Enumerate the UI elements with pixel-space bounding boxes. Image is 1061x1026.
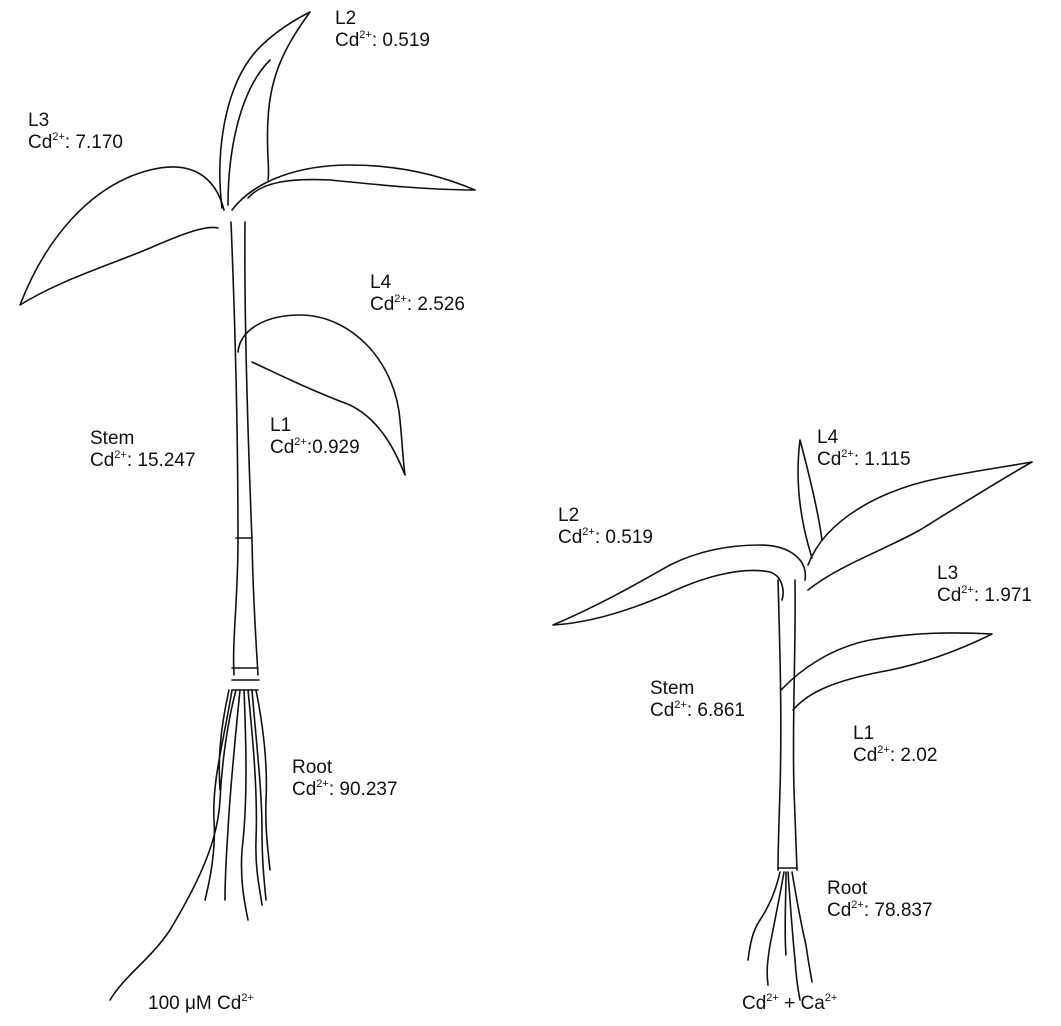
ion-charge: 2+	[316, 778, 329, 790]
right-label-root: Root Cd2+: 78.837	[827, 878, 933, 922]
right-stem	[778, 580, 797, 870]
concentration-value: :0.929	[307, 437, 360, 458]
ion-charge: 2+	[841, 448, 854, 460]
ion-charge: 2+	[52, 131, 65, 143]
left-label-l3: L3 Cd2+: 7.170	[28, 110, 123, 154]
ion-symbol: Cd	[370, 294, 394, 315]
left-plant-drawing	[20, 12, 475, 1000]
ion-symbol: Cd	[90, 450, 114, 471]
ion-charge: 2+	[851, 899, 864, 911]
ion-charge: 2+	[674, 699, 687, 711]
part-name: L2	[558, 505, 653, 527]
part-name: Root	[827, 878, 933, 900]
part-name: L1	[270, 415, 360, 437]
ion-charge: 2+	[582, 526, 595, 538]
right-leaf-l1	[781, 633, 992, 710]
part-name: L2	[335, 8, 430, 30]
concentration-value: : 90.237	[329, 779, 398, 800]
part-name: L3	[937, 563, 1032, 585]
left-stem	[231, 222, 258, 675]
left-treatment-caption: 100 μM Cd2+	[148, 993, 254, 1015]
ion-charge: 2+	[877, 744, 890, 756]
right-label-l1: L1 Cd2+: 2.02	[853, 723, 937, 767]
ion-symbol: Cd	[28, 132, 52, 153]
ion-symbol: Cd	[817, 449, 841, 470]
right-label-l2: L2 Cd2+: 0.519	[558, 505, 653, 549]
part-name: Stem	[90, 428, 196, 450]
right-leaf-l2	[553, 545, 805, 625]
ion-charge: 2+	[114, 449, 127, 461]
caption-text: 100 μM Cd	[148, 993, 241, 1014]
caption-charge: 2+	[766, 992, 779, 1004]
right-treatment-caption: Cd2+ + Ca2+	[742, 993, 837, 1015]
left-leaf-l3	[20, 167, 224, 305]
ion-charge: 2+	[359, 29, 372, 41]
left-label-l2: L2 Cd2+: 0.519	[335, 8, 430, 52]
caption-text: Cd	[742, 993, 766, 1014]
concentration-value: : 2.02	[890, 745, 938, 766]
part-name: L4	[370, 272, 465, 294]
concentration-value: : 1.971	[974, 585, 1032, 606]
part-name: L1	[853, 723, 937, 745]
ion-symbol: Cd	[827, 900, 851, 921]
left-leaf-l2	[220, 12, 310, 208]
concentration-value: : 0.519	[595, 527, 653, 548]
right-roots	[748, 872, 812, 1000]
part-name: Root	[292, 757, 398, 779]
ion-symbol: Cd	[270, 437, 294, 458]
ion-symbol: Cd	[937, 585, 961, 606]
concentration-value: : 15.247	[127, 450, 196, 471]
caption-charge-2: 2+	[825, 992, 838, 1004]
right-label-stem: Stem Cd2+: 6.861	[650, 678, 745, 722]
left-roots	[110, 690, 270, 1000]
concentration-value: : 7.170	[65, 132, 123, 153]
left-label-stem: Stem Cd2+: 15.247	[90, 428, 196, 472]
part-name: L3	[28, 110, 123, 132]
ion-charge: 2+	[294, 436, 307, 448]
right-label-l3: L3 Cd2+: 1.971	[937, 563, 1032, 607]
caption-charge: 2+	[241, 992, 254, 1004]
ion-charge: 2+	[961, 584, 974, 596]
left-label-root: Root Cd2+: 90.237	[292, 757, 398, 801]
ion-symbol: Cd	[650, 700, 674, 721]
concentration-value: : 78.837	[864, 900, 933, 921]
ion-symbol: Cd	[335, 30, 359, 51]
ion-symbol: Cd	[558, 527, 582, 548]
ion-symbol: Cd	[853, 745, 877, 766]
concentration-value: : 6.861	[687, 700, 745, 721]
concentration-value: : 2.526	[407, 294, 465, 315]
caption-text-2: + Ca	[779, 993, 825, 1014]
left-label-l4: L4 Cd2+: 2.526	[370, 272, 465, 316]
part-name: L4	[817, 427, 911, 449]
ion-charge: 2+	[394, 293, 407, 305]
part-name: Stem	[650, 678, 745, 700]
ion-symbol: Cd	[292, 779, 316, 800]
concentration-value: : 0.519	[372, 30, 430, 51]
left-label-l1: L1 Cd2+:0.929	[270, 415, 360, 459]
right-label-l4: L4 Cd2+: 1.115	[817, 427, 911, 471]
concentration-value: : 1.115	[854, 449, 911, 470]
